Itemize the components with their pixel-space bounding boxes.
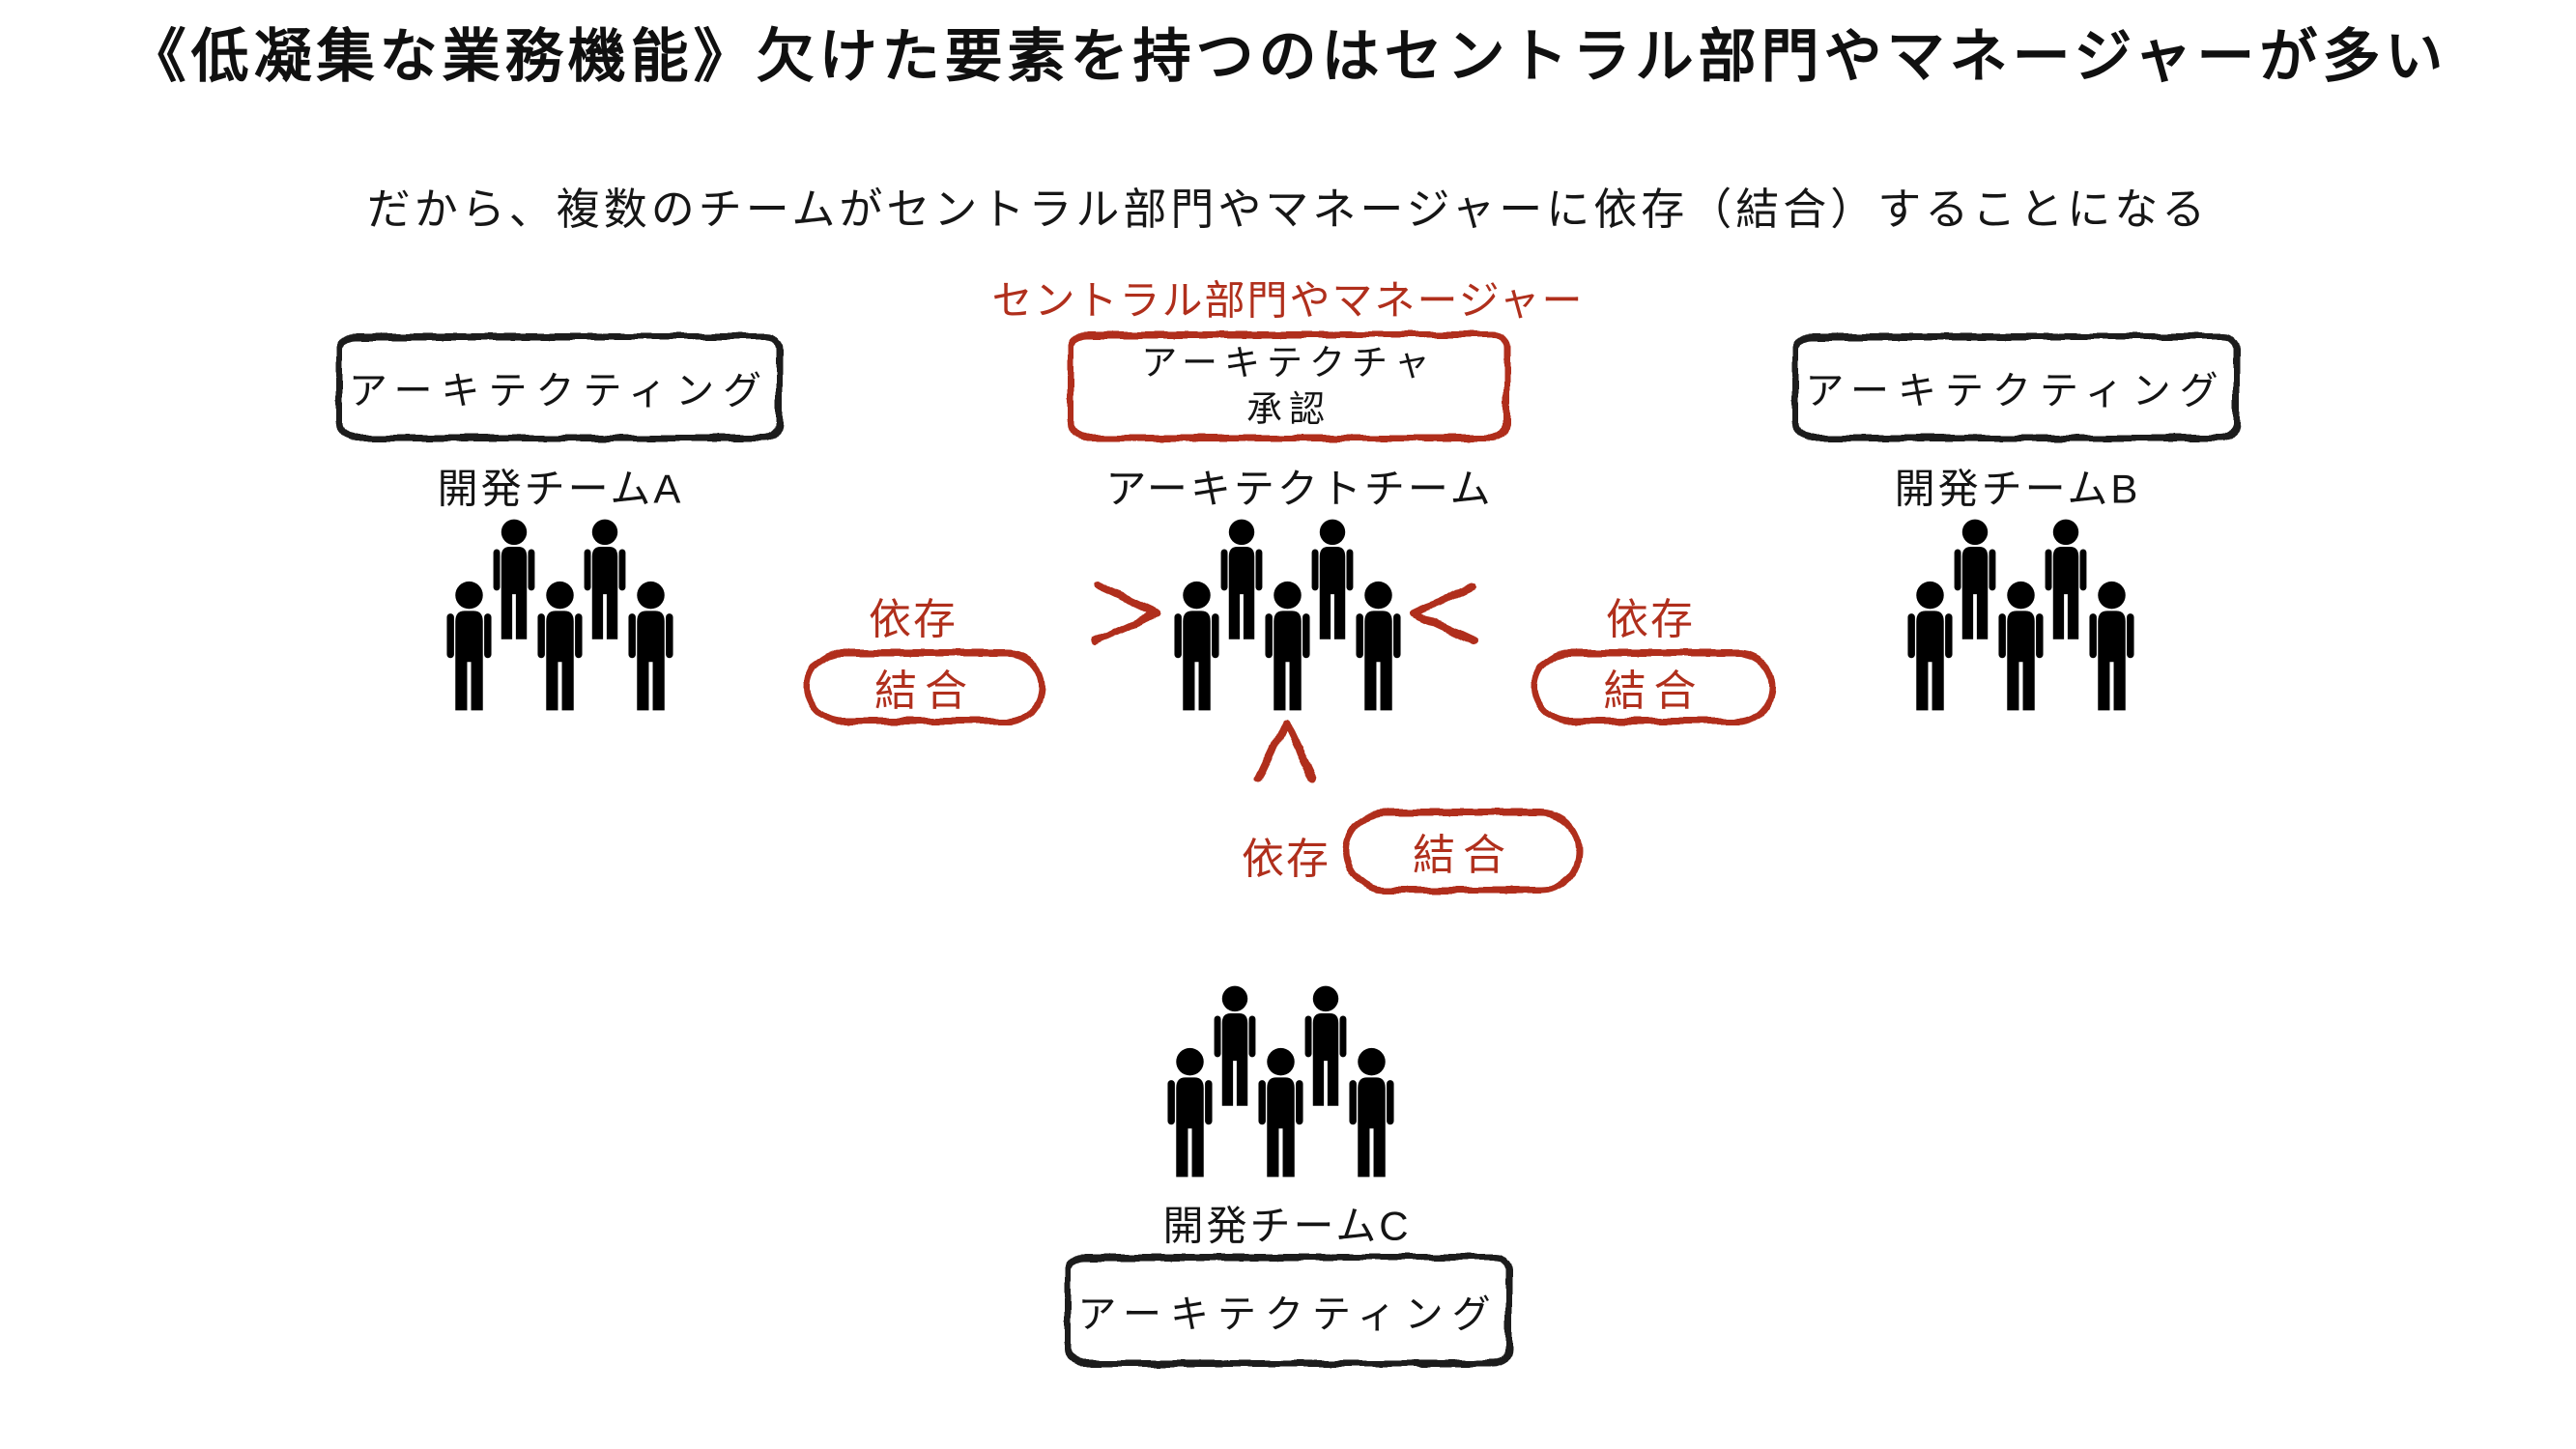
architect-team-name: アーキテクトチーム — [1105, 466, 1494, 512]
team-c-name: 開発チームC — [1162, 1203, 1412, 1249]
architecting-box-team-a-label: アーキテクティング — [348, 370, 771, 412]
architecting-box-team-b: アーキテクティング — [1792, 333, 2240, 441]
dependency-label-right: 依存 — [1596, 582, 1704, 648]
coupling-badge-bottom-label: 結合 — [1413, 832, 1513, 879]
coupling-badge-right-label: 結合 — [1603, 668, 1704, 715]
architecting-box-team-c-label: アーキテクティング — [1077, 1293, 1500, 1336]
architect-team-people-icon — [1167, 519, 1409, 712]
team-c-people-icon — [1160, 985, 1402, 1179]
team-a-people-icon — [440, 519, 681, 712]
architecture-approval-line2: 承認 — [1246, 389, 1331, 429]
slide-subtitle: だから、複数のチームがセントラル部門やマネージャーに依存（結合）することになる — [366, 185, 2210, 234]
team-b-people-icon — [1901, 519, 2142, 712]
central-department-heading: セントラル部門やマネージャー — [991, 277, 1585, 324]
architecting-box-team-a: アーキテクティング — [336, 333, 783, 441]
coupling-badge-left: 結合 — [804, 649, 1045, 724]
coupling-badge-bottom: 結合 — [1343, 809, 1583, 894]
architecting-box-team-b-label: アーキテクティング — [1805, 370, 2227, 412]
architecture-approval-line1: アーキテクチャ — [1141, 342, 1437, 383]
team-a-name: 開発チームA — [437, 466, 684, 512]
dependency-label-left: 依存 — [859, 582, 967, 648]
coupling-badge-right: 結合 — [1531, 649, 1776, 724]
architecting-box-team-c: アーキテクティング — [1065, 1254, 1512, 1367]
architecture-approval-box: アーキテクチャ 承認 — [1068, 331, 1510, 441]
slide-title: 《低凝集な業務機能》欠けた要素を持つのはセントラル部門やマネージャーが多い — [128, 24, 2448, 89]
coupling-badge-left-label: 結合 — [874, 668, 975, 715]
dependency-label-bottom: 依存 — [1236, 822, 1336, 888]
team-b-name: 開発チームB — [1894, 466, 2141, 512]
